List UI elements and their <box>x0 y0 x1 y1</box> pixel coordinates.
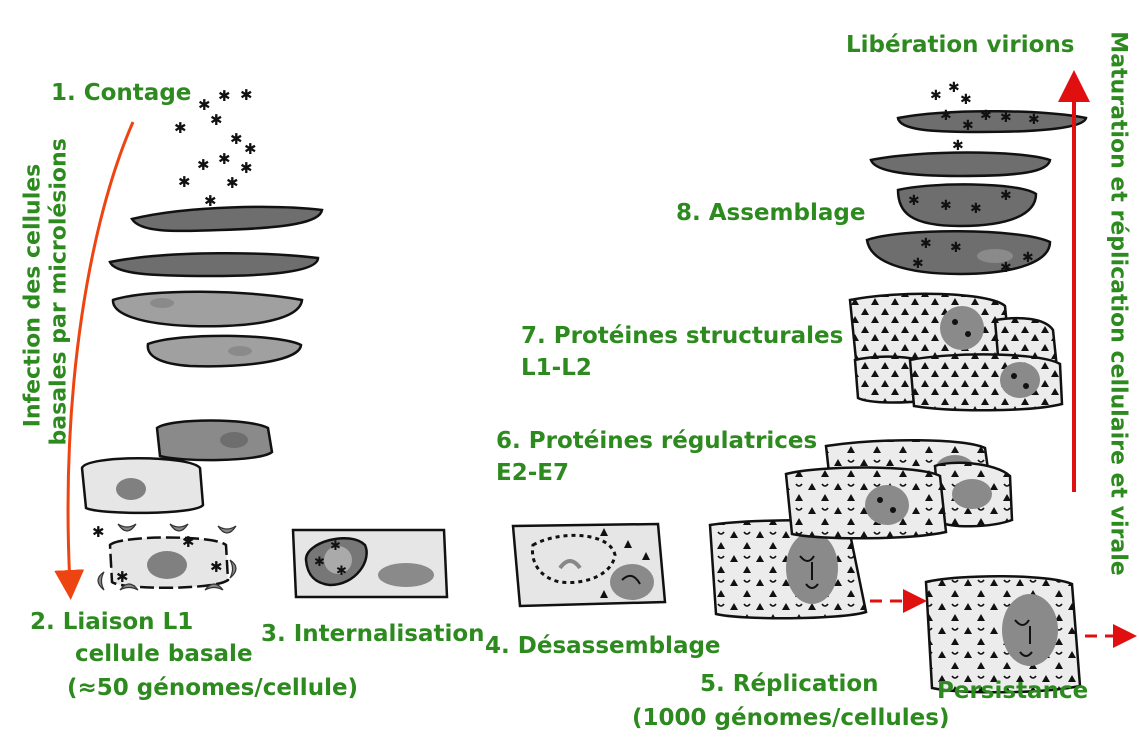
svg-text:✱: ✱ <box>336 564 347 579</box>
svg-text:✱: ✱ <box>218 150 231 168</box>
svg-text:✱: ✱ <box>230 130 243 148</box>
svg-text:✱: ✱ <box>940 198 952 214</box>
svg-text:✱: ✱ <box>210 558 223 576</box>
label-liaison-1: 2. Liaison L1 <box>30 608 193 637</box>
svg-text:✱: ✱ <box>1000 110 1012 126</box>
svg-text:✱: ✱ <box>330 539 341 554</box>
svg-text:✱: ✱ <box>226 174 239 192</box>
stack-structurales <box>850 294 1062 411</box>
svg-text:✱: ✱ <box>940 108 952 124</box>
label-structurales-1: 7. Protéines structurales <box>521 322 843 351</box>
label-persistance: Persistance <box>937 677 1088 706</box>
svg-text:✱: ✱ <box>92 523 105 541</box>
cell-internalisation: ✱ ✱ ✱ <box>293 530 447 597</box>
svg-text:✱: ✱ <box>240 86 253 104</box>
label-liberation: Libération virions <box>846 31 1075 60</box>
svg-text:✱: ✱ <box>174 119 187 137</box>
svg-text:✱: ✱ <box>930 88 942 104</box>
svg-text:✱: ✱ <box>314 555 325 570</box>
svg-text:✱: ✱ <box>218 87 231 105</box>
label-infection-2: basales par microlésions <box>46 146 73 446</box>
svg-text:✱: ✱ <box>950 240 962 256</box>
label-regulatrices-1: 6. Protéines régulatrices <box>496 427 817 456</box>
label-structurales-2: L1-L2 <box>521 354 592 383</box>
label-maturation: Maturation et réplication cellulaire et … <box>1105 4 1132 604</box>
svg-text:✱: ✱ <box>948 80 960 96</box>
svg-text:✱: ✱ <box>1000 188 1012 204</box>
svg-text:✱: ✱ <box>244 140 257 158</box>
svg-text:✱: ✱ <box>960 92 972 108</box>
label-contage: 1. Contage <box>51 79 191 108</box>
svg-text:✱: ✱ <box>952 138 964 154</box>
label-internalisation: 3. Internalisation <box>261 620 485 649</box>
svg-text:✱: ✱ <box>1022 250 1034 266</box>
label-assemblage: 8. Assemblage <box>676 199 865 228</box>
svg-text:✱: ✱ <box>204 192 217 210</box>
svg-text:✱: ✱ <box>178 173 191 191</box>
label-replication-1: 5. Réplication <box>700 670 879 699</box>
label-liaison-3: (≈50 génomes/cellule) <box>67 674 358 703</box>
stack-assemblage <box>867 111 1086 274</box>
svg-text:✱: ✱ <box>182 533 195 551</box>
svg-text:✱: ✱ <box>912 256 924 272</box>
label-infection-1: Infection des cellules <box>20 146 47 446</box>
label-replication-2: (1000 génomes/cellules) <box>632 704 950 733</box>
svg-text:✱: ✱ <box>197 156 210 174</box>
svg-text:✱: ✱ <box>980 108 992 124</box>
svg-text:✱: ✱ <box>970 201 982 217</box>
cell-desassemblage <box>513 524 665 606</box>
stack-regulatrices <box>786 440 1012 538</box>
svg-text:✱: ✱ <box>240 159 253 177</box>
svg-text:✱: ✱ <box>1000 260 1012 276</box>
svg-text:✱: ✱ <box>962 118 974 134</box>
svg-text:✱: ✱ <box>198 96 211 114</box>
label-desassemblage: 4. Désassemblage <box>485 632 721 661</box>
svg-text:✱: ✱ <box>920 236 932 252</box>
svg-text:✱: ✱ <box>908 193 920 209</box>
svg-text:✱: ✱ <box>1028 112 1040 128</box>
cell-persistance <box>926 576 1080 692</box>
label-liaison-2: cellule basale <box>75 640 253 669</box>
svg-text:✱: ✱ <box>210 111 223 129</box>
label-regulatrices-2: E2-E7 <box>496 459 569 488</box>
left-epithelium <box>82 207 322 588</box>
infection-arrow <box>68 122 133 585</box>
svg-text:✱: ✱ <box>116 568 129 586</box>
